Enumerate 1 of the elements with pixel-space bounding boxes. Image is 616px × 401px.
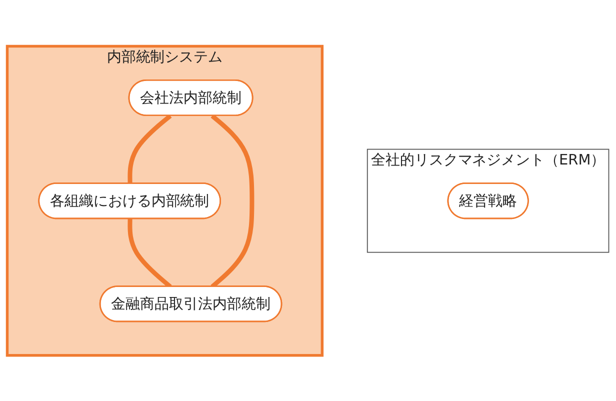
connector — [128, 114, 172, 184]
